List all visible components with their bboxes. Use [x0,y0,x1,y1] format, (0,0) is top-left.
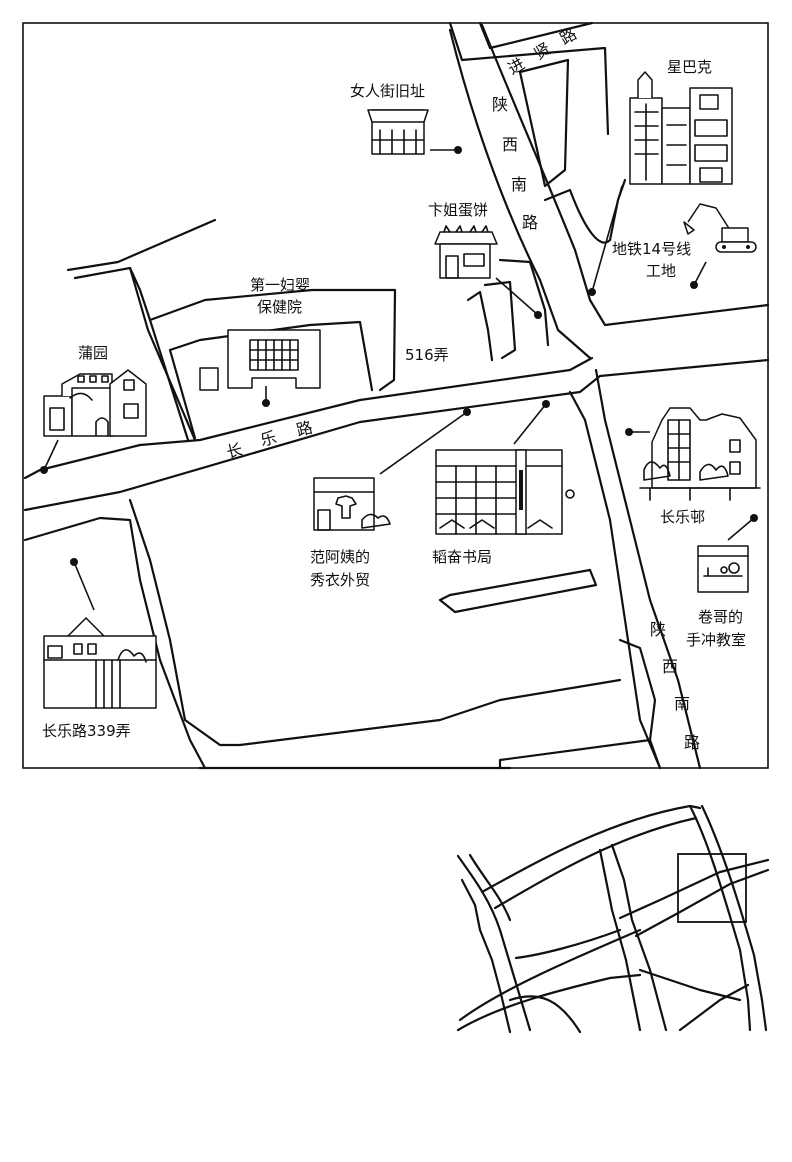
lane-339-label: 长乐路339弄 [42,722,131,740]
starbucks-label: 星巴克 [667,58,712,76]
women-street-building-icon [367,109,429,155]
changle-yong-label: 长乐邨 [660,508,705,526]
hospital-marker [262,399,270,407]
inset-highlight-box [677,853,747,923]
women-street-label: 女人街旧址 [350,82,425,100]
shaanxi-south-char-2: 西 [662,657,678,676]
hospital-label-line-2: 保健院 [257,298,302,316]
puyuan-marker [40,466,48,474]
landmark-metro-site[interactable]: 地铁14号线 工地 [612,203,757,289]
excavator-icon [683,203,757,253]
puyuan-house-icon [43,369,147,437]
landmark-juange-coffee[interactable]: 卷哥的 手冲教室 [686,514,758,649]
fan-boutique-label-line-1: 范阿姨的 [310,548,370,566]
changle-yong-house-icon [639,407,761,501]
shaanxi-south-char-3: 南 [674,694,690,713]
puyuan-label: 蒲园 [78,344,108,362]
metro-site-label-line-1: 地铁14号线 [612,240,691,258]
shaanxi-south-char-4: 路 [684,733,700,752]
shaanxi-north-char-4: 路 [522,213,538,232]
starbucks-building-icon [629,71,733,185]
road-network [23,21,770,770]
landmark-daofen-bookstore[interactable]: 韬奋书局 [432,400,575,566]
bianjie-shop-icon [434,225,498,279]
hospital-building-icon [199,329,321,391]
metro-site-marker [690,281,698,289]
landmark-lane-339[interactable]: 长乐路339弄 [42,558,157,740]
juange-label-line-2: 手冲教室 [686,631,746,649]
hospital-label-line-1: 第一妇婴 [250,276,310,294]
changle-road-char-1: 长 [224,440,244,462]
metro-site-label-line-2: 工地 [646,262,676,280]
juange-shop-icon [697,545,749,593]
shaanxi-north-char-3: 南 [511,175,527,194]
landmark-bianjie[interactable]: 卞姐蛋饼 [428,201,542,319]
bianjie-label: 卞姐蛋饼 [428,201,488,219]
landmark-changle-yong[interactable]: 长乐邨 [625,407,761,526]
lane-339-house-icon [43,617,157,709]
shaanxi-north-char-1: 陕 [492,95,508,114]
fan-boutique-shop-icon [313,477,391,531]
starbucks-marker [588,288,596,296]
landmark-hospital[interactable]: 第一妇婴 保健院 [199,276,321,407]
daofen-building-icon [435,449,575,535]
landmark-fan-boutique[interactable]: 范阿姨的 秀衣外贸 [310,408,471,589]
fan-boutique-label-line-2: 秀衣外贸 [310,571,370,589]
women-street-marker [454,146,462,154]
inset-locator-map [456,804,770,1034]
changle-road-char-2: 乐 [258,428,278,450]
landmark-starbucks[interactable]: 星巴克 [588,58,733,296]
lane-516-label: 516弄 [405,346,449,364]
daofen-label: 韬奋书局 [432,548,492,566]
shaanxi-south-char-1: 陕 [650,620,666,639]
bianjie-marker [534,311,542,319]
shaanxi-north-char-2: 西 [502,135,518,154]
landmark-women-street[interactable]: 女人街旧址 [350,82,462,155]
changle-road-char-3: 路 [294,418,314,440]
landmark-puyuan[interactable]: 蒲园 [40,344,147,474]
juange-label-line-1: 卷哥的 [698,608,743,626]
